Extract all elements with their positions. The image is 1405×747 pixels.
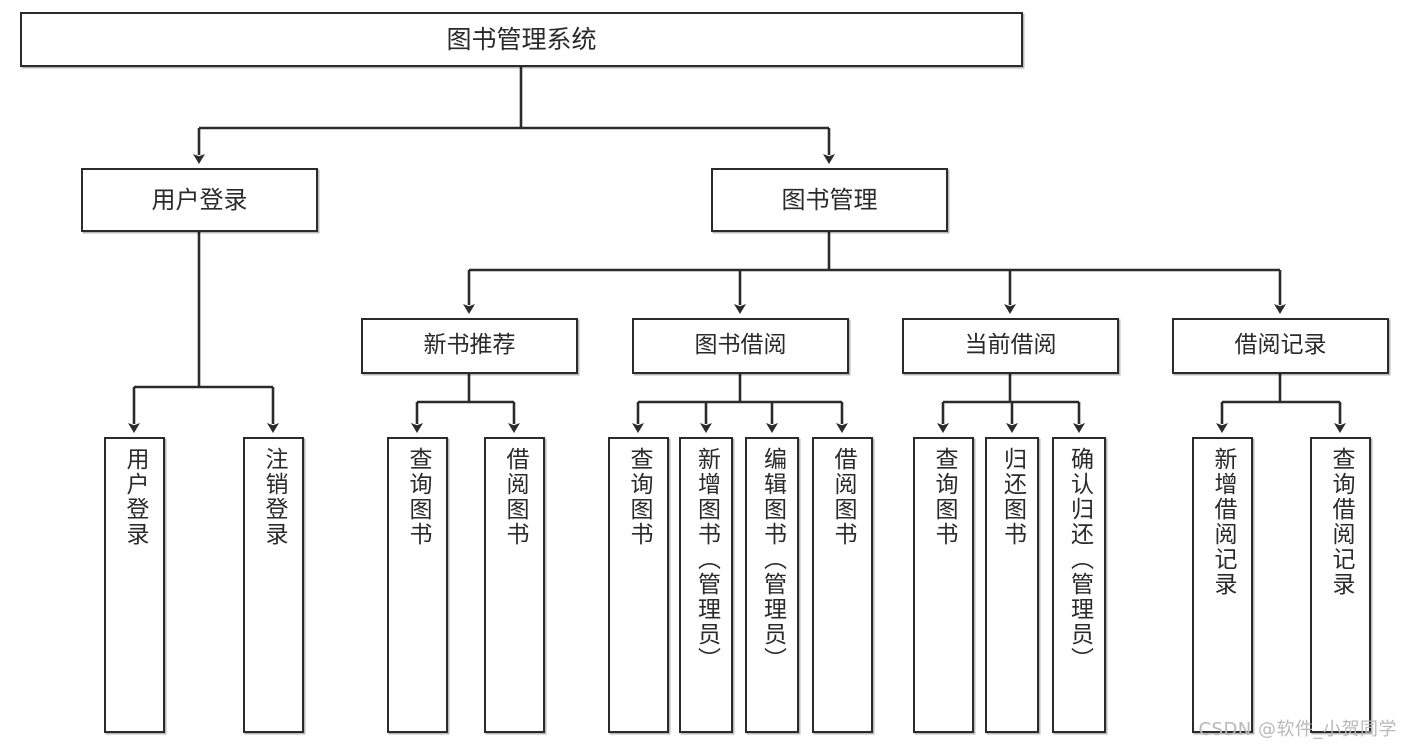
node-leaf-confirm-return-label: 确认归还（管理员） [1066, 447, 1093, 672]
node-leaf-borrow-book-1[interactable]: 借阅图书 [484, 437, 545, 733]
node-root-label: 图书管理系统 [446, 24, 597, 54]
node-current-borrow-label: 当前借阅 [964, 332, 1057, 359]
node-leaf-query-book-2[interactable]: 查询图书 [608, 437, 669, 733]
node-leaf-return-book[interactable]: 归还图书 [985, 437, 1039, 733]
node-current-borrow[interactable]: 当前借阅 [902, 318, 1119, 374]
node-leaf-query-book-1-label: 查询图书 [405, 447, 431, 547]
node-leaf-logout[interactable]: 注销登录 [243, 437, 304, 733]
node-leaf-query-book-2-label: 查询图书 [626, 447, 652, 547]
node-leaf-edit-book[interactable]: 编辑图书（管理员） [745, 437, 799, 733]
node-leaf-add-record-label: 新增借阅记录 [1210, 447, 1236, 597]
node-new-book-rec[interactable]: 新书推荐 [361, 318, 578, 374]
node-borrow-record[interactable]: 借阅记录 [1172, 318, 1389, 374]
node-leaf-query-book-1[interactable]: 查询图书 [387, 437, 448, 733]
node-leaf-borrow-book-2[interactable]: 借阅图书 [812, 437, 873, 733]
node-leaf-add-book-label: 新增图书（管理员） [693, 447, 720, 672]
node-borrow-record-label: 借阅记录 [1234, 332, 1327, 359]
node-leaf-add-book[interactable]: 新增图书（管理员） [679, 437, 733, 733]
node-leaf-return-book-label: 归还图书 [999, 447, 1026, 547]
node-book-borrow-label: 图书借阅 [694, 332, 787, 359]
node-leaf-query-record[interactable]: 查询借阅记录 [1310, 437, 1371, 733]
node-leaf-query-book-3-label: 查询图书 [931, 447, 957, 547]
node-leaf-borrow-book-1-label: 借阅图书 [502, 447, 528, 547]
node-leaf-user-login-label: 用户登录 [122, 447, 148, 547]
node-root[interactable]: 图书管理系统 [20, 12, 1023, 67]
csdn-watermark: CSDN @软件_小贺同学 [1198, 719, 1397, 740]
node-book-borrow[interactable]: 图书借阅 [632, 318, 849, 374]
node-user-login[interactable]: 用户登录 [81, 168, 318, 232]
node-new-book-rec-label: 新书推荐 [423, 332, 516, 359]
node-leaf-edit-book-label: 编辑图书（管理员） [759, 447, 786, 672]
node-leaf-add-record[interactable]: 新增借阅记录 [1192, 437, 1253, 733]
node-book-manage-label: 图书管理 [781, 185, 878, 214]
node-leaf-user-login[interactable]: 用户登录 [104, 437, 165, 733]
node-user-login-label: 用户登录 [151, 185, 248, 214]
node-leaf-logout-label: 注销登录 [261, 447, 287, 547]
node-leaf-query-book-3[interactable]: 查询图书 [913, 437, 974, 733]
node-book-manage[interactable]: 图书管理 [711, 168, 948, 232]
node-leaf-borrow-book-2-label: 借阅图书 [830, 447, 856, 547]
node-leaf-confirm-return[interactable]: 确认归还（管理员） [1052, 437, 1106, 733]
node-leaf-query-record-label: 查询借阅记录 [1328, 447, 1354, 597]
